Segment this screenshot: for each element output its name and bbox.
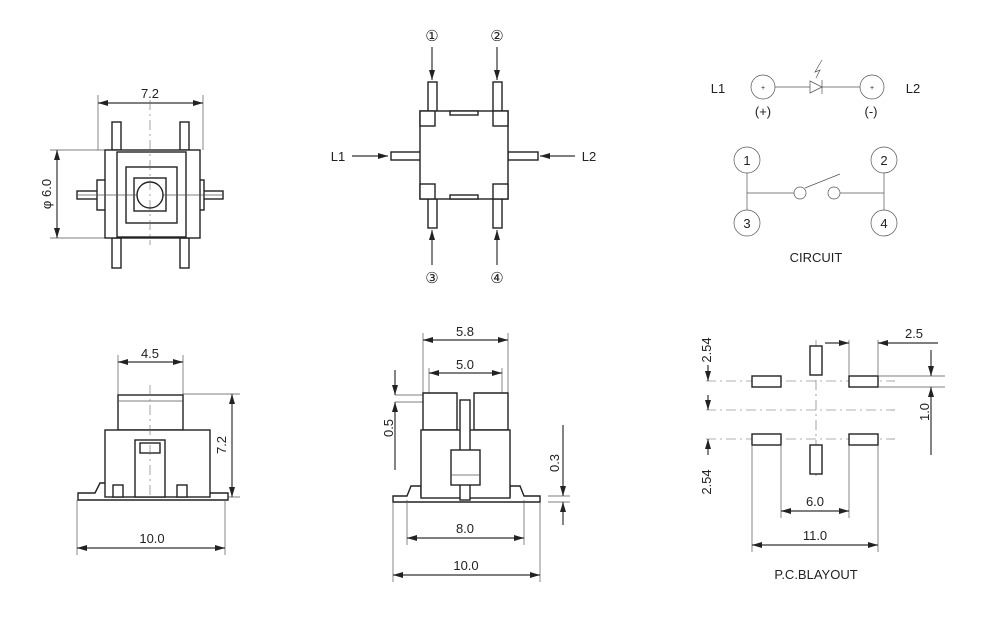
pin-2-label: ② <box>490 29 503 45</box>
circuit-pin-1: 1 <box>743 153 750 168</box>
led-l1-label: L1 <box>711 81 725 96</box>
pin-4-label: ④ <box>490 271 503 287</box>
led-l2-label: L2 <box>906 81 920 96</box>
pitch-top-label: 2.54 <box>699 337 714 362</box>
inner-span-label: 6.0 <box>806 494 824 509</box>
terminal-plus-right: + <box>870 85 874 92</box>
pad-width-label: 1.0 <box>917 403 932 421</box>
circuit-pin-4: 4 <box>880 216 887 231</box>
inner-top-label: 5.0 <box>456 357 474 372</box>
polarity-plus: (+) <box>755 104 771 119</box>
foot-label: 0.3 <box>547 454 562 472</box>
front-view: 5.8 5.0 0.5 0.3 8.0 10.0 <box>381 324 570 582</box>
circuit-pin-3: 3 <box>743 216 750 231</box>
pin-1-label: ① <box>425 29 438 45</box>
pin-view: ① ② ③ ④ L1 L2 <box>331 29 596 287</box>
front-total-width-label: 10.0 <box>453 558 478 573</box>
light-emission-icon <box>814 59 823 79</box>
l2-label: L2 <box>582 149 596 164</box>
polarity-minus: (-) <box>865 104 878 119</box>
side-view: 4.5 7.2 10.0 <box>76 346 240 555</box>
circuit-title: CIRCUIT <box>790 250 843 265</box>
outer-top-label: 5.8 <box>456 324 474 339</box>
terminal-plus-left: + <box>761 85 765 92</box>
height-label: 7.2 <box>214 436 229 454</box>
pad-span-label: 8.0 <box>456 521 474 536</box>
top-view: 7.2 φ 6.0 <box>39 86 224 269</box>
outer-span-label: 11.0 <box>803 528 827 543</box>
l1-label: L1 <box>331 149 345 164</box>
side-total-width-label: 10.0 <box>139 531 164 546</box>
pad-length-label: 2.5 <box>905 326 923 341</box>
diameter-dim-label: φ 6.0 <box>39 179 54 209</box>
circuit-diagram: L1 L2 + + (+) (-) 1 2 3 4 CIRCUIT <box>711 59 920 265</box>
led-diode-icon <box>809 80 823 94</box>
pitch-bottom-label: 2.54 <box>699 469 714 494</box>
pcb-layout: 2.54 2.54 2.5 1.0 6.0 11.0 P.C.BLAYOUT <box>699 326 945 582</box>
width-dim-label: 7.2 <box>141 86 159 101</box>
cap-width-label: 4.5 <box>141 346 159 361</box>
step-label: 0.5 <box>381 419 396 437</box>
pin-3-label: ③ <box>425 271 438 287</box>
pcb-layout-title: P.C.BLAYOUT <box>774 567 857 582</box>
circuit-pin-2: 2 <box>880 153 887 168</box>
switch-lever <box>804 173 841 189</box>
